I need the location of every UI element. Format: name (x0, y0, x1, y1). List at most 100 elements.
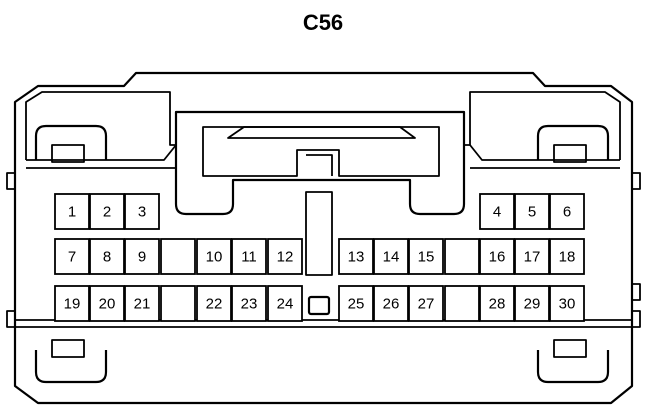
pin-18: 18 (549, 238, 585, 275)
pin-2: 2 (89, 193, 125, 230)
right-ledge (469, 144, 620, 161)
connector-housing (13, 71, 634, 405)
pin-label: 25 (348, 296, 365, 313)
pin-label: 3 (138, 204, 146, 221)
bottom-left-lock-tab (34, 339, 108, 384)
top-right-lock-tab (536, 124, 610, 163)
pin-16: 16 (479, 238, 515, 275)
pin-3-box (124, 193, 160, 230)
pin-15-box (408, 238, 444, 275)
pin-11-box (231, 238, 267, 275)
pin-19: 19 (54, 285, 90, 322)
pin-label: 18 (559, 249, 576, 266)
pin-label: 8 (103, 249, 111, 266)
pin-20-box (89, 285, 125, 322)
pin-label: 17 (524, 249, 541, 266)
pin-21: 21 (124, 285, 160, 322)
right-side-notch-bottom-2 (631, 310, 641, 328)
pin-label: 1 (68, 204, 76, 221)
top-left-lock-tab (34, 124, 108, 163)
pin-25-box (338, 285, 374, 322)
pin-label: 24 (277, 296, 294, 313)
pin-label: 9 (138, 249, 146, 266)
pin-label: 11 (241, 249, 257, 266)
pin-26: 26 (373, 285, 409, 322)
pin-label: 13 (348, 249, 365, 266)
pin-23: 23 (231, 285, 267, 322)
pin-3: 3 (124, 193, 160, 230)
pin-13: 13 (338, 238, 374, 275)
pin-11: 11 (231, 238, 267, 275)
blank-cavity-box (160, 238, 196, 275)
blank-cavity-box (160, 285, 196, 322)
pin-6-box (549, 193, 585, 230)
pin-label: 19 (64, 296, 81, 313)
pin-8-box (89, 238, 125, 275)
pin-7-box (54, 238, 90, 275)
pin-12-box (267, 238, 303, 275)
blank-cavity-box (444, 285, 480, 322)
pin-label: 15 (418, 249, 435, 266)
pin-1: 1 (54, 193, 90, 230)
pin-1-box (54, 193, 90, 230)
pin-label: 30 (559, 296, 576, 313)
pin-17: 17 (514, 238, 550, 275)
pin-23-box (231, 285, 267, 322)
pin-label: 14 (383, 249, 400, 266)
pin-21-box (124, 285, 160, 322)
pin-label: 10 (206, 249, 223, 266)
pin-27: 27 (408, 285, 444, 322)
latch-frame-inner (202, 126, 440, 177)
pin-16-box (479, 238, 515, 275)
latch-center-key (306, 154, 333, 176)
pin-20: 20 (89, 285, 125, 322)
pin-label: 7 (68, 249, 76, 266)
pin-label: 23 (241, 296, 258, 313)
blank-cavity (160, 285, 196, 322)
pin-label: 22 (206, 296, 223, 313)
pin-label: 27 (418, 296, 435, 313)
right-side-notch-bottom (631, 283, 641, 301)
blank-cavity-box (444, 238, 480, 275)
center-keyway (305, 191, 333, 276)
pin-28-box (479, 285, 515, 322)
pin-24-box (267, 285, 303, 322)
right-side-notch-top (631, 172, 641, 190)
pin-label: 16 (489, 249, 506, 266)
blank-cavity (444, 285, 480, 322)
pin-8: 8 (89, 238, 125, 275)
left-side-notch-bottom (6, 310, 16, 328)
pin-30: 30 (549, 285, 585, 322)
pin-label: 28 (489, 296, 506, 313)
pin-label: 21 (134, 296, 151, 313)
pin-14-box (373, 238, 409, 275)
pin-label: 4 (493, 204, 501, 221)
pin-label: 20 (99, 296, 116, 313)
connector-title: C56 (303, 10, 343, 35)
left-ledge (26, 144, 177, 161)
latch-lever (227, 126, 416, 139)
pin-26-box (373, 285, 409, 322)
left-side-notch-top (6, 172, 16, 190)
pin-2-box (89, 193, 125, 230)
pin-30-box (549, 285, 585, 322)
pin-7: 7 (54, 238, 90, 275)
pin-14: 14 (373, 238, 409, 275)
pin-17-box (514, 238, 550, 275)
pin-label: 6 (563, 204, 571, 221)
latch-frame-outer (174, 110, 466, 216)
pin-10: 10 (196, 238, 232, 275)
pin-22-box (196, 285, 232, 322)
pin-19-box (54, 285, 90, 322)
pin-27-box (408, 285, 444, 322)
blank-cavity (444, 238, 480, 275)
pin-label: 29 (524, 296, 541, 313)
pin-label: 2 (103, 204, 111, 221)
pin-9-box (124, 238, 160, 275)
polarization-key (307, 295, 331, 316)
pin-24: 24 (267, 285, 303, 322)
pin-9: 9 (124, 238, 160, 275)
pin-4: 4 (479, 193, 515, 230)
